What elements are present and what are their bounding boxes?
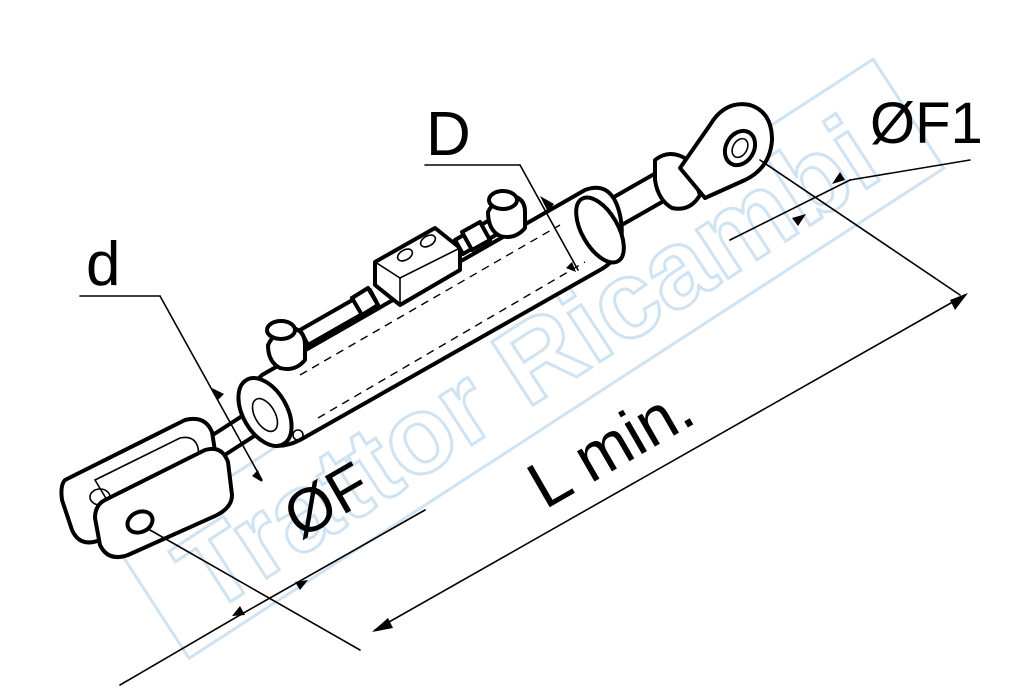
valve-block-icon	[373, 226, 462, 307]
watermark: Trattor Ricambi	[116, 57, 946, 661]
rod-eye-hole-inner	[731, 137, 749, 159]
clevis-fork-icon	[59, 416, 234, 559]
right-end-cap	[574, 195, 626, 265]
D-arrow-bottom	[566, 262, 576, 272]
rod-eye-hole	[722, 128, 758, 168]
dimension-lines	[79, 159, 971, 686]
label-F1: ØF1	[870, 91, 983, 156]
label-D: D	[426, 100, 471, 169]
port-bolt-left	[265, 319, 307, 371]
hex-nut-1	[350, 286, 380, 317]
watermark-text: Trattor Ricambi	[155, 93, 899, 636]
valve-hole-2	[419, 234, 437, 248]
clevis-pin-hole	[125, 509, 155, 535]
L-arrow-right	[950, 293, 968, 310]
valve-block	[373, 226, 462, 307]
left-end-cap	[236, 376, 294, 448]
left-end-cap-inner	[251, 397, 279, 433]
end-cap-bolt	[292, 429, 304, 441]
valve-hole-1	[396, 248, 414, 262]
port-bolt-right	[486, 189, 527, 239]
hex-nut-2	[460, 220, 492, 252]
D-arrow-top	[540, 196, 554, 212]
label-d: d	[86, 230, 120, 299]
barrel-dash-bottom	[317, 261, 586, 419]
hydraulic-cylinder-icon	[59, 102, 774, 559]
L-arrow-left	[372, 618, 393, 632]
rod-eye-icon	[653, 102, 774, 211]
